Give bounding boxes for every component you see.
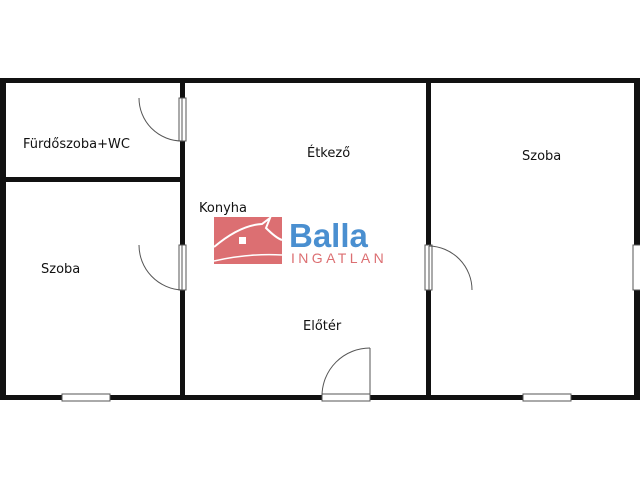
logo-house-block (214, 217, 282, 264)
label-kitchen: Konyha (199, 201, 247, 216)
logo-sub: INGATLAN (291, 250, 387, 266)
outer-wall-left (0, 78, 6, 400)
right-window (632, 244, 640, 291)
logo: Balla INGATLAN (213, 215, 387, 266)
wall-left-internal (180, 78, 185, 400)
logo-brand: Balla (289, 217, 369, 254)
left-room-door-arc (138, 244, 183, 291)
door-swings (138, 97, 473, 397)
right-room-door-arc (428, 245, 473, 291)
wall-bath-szoba (0, 177, 184, 182)
label-hall: Előtér (303, 319, 342, 334)
bath-door-arc (138, 97, 183, 142)
wall-right-internal (426, 78, 431, 400)
outer-wall-bottom (0, 395, 640, 400)
outer-wall-right (634, 78, 640, 400)
bottom-window-right (522, 393, 572, 402)
label-dining: Étkező (307, 145, 350, 161)
logo-house-roof-icon (213, 215, 283, 248)
label-bathroom: Fürdőszoba+WC (23, 137, 130, 152)
walls (0, 78, 640, 400)
label-room-right: Szoba (522, 149, 561, 164)
outer-wall-top (0, 78, 640, 83)
room-labels: Fürdőszoba+WC Étkező Szoba Szoba Konyha … (23, 137, 561, 334)
label-room-left: Szoba (41, 262, 80, 277)
bottom-window-left (61, 393, 111, 402)
entrance-door-gap (321, 393, 371, 402)
entrance-door-arc (321, 347, 371, 397)
